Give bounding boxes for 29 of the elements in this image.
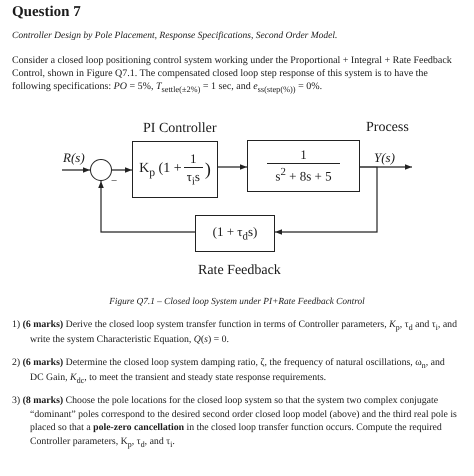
signal-arrow [98, 181, 195, 233]
signal-arrow [275, 166, 378, 235]
minus-sign: − [111, 175, 118, 187]
figure-caption: Figure Q7.1 – Closed loop System under PI+Rate Feedback Control [108, 297, 366, 307]
signal-arrow [218, 164, 247, 170]
question-heading: Question 7 [12, 4, 81, 21]
question-item: 3) (8 marks) Choose the pole locations for the closed loop system so that the system two complex conjugate “dominant” poles correspond to the desired second order closed loop model (above) and the third real pole is placed so that a pole-zero cancellation in the closed loop transfer function occurs. Compute the required Controller parameters, K$_{p}$, τ$_{d}$, and τ$_{i}$. [12, 394, 458, 450]
formula-text: (1 + τ$_{d}$s) [212, 224, 258, 243]
numerator-text: 1 [190, 151, 196, 168]
question-item: 2) (6 marks) Determine the closed loop system damping ratio, ζ, the frequency of natural oscillations, ω$_{n}$, and DC Gain, K$_{dc}$, to meet the transient and steady state response requirements. [12, 356, 446, 387]
formula-text: K$_{p}$ (1 + [139, 160, 182, 178]
intro-paragraph: Consider a closed loop positioning control system working under the Proportional + Integral + Rate Feedback Control, shown in Figure Q7.1. The compensated closed loop step response of this system is to have the following specifications: PO = 5%, T$_{settle(±2%)}$ = 1 sec, and e$_{ss(step(%))}$ = 0%. [12, 54, 453, 96]
formula-text: ) [204, 159, 211, 180]
denominator-text: τ$_{i}$s [184, 167, 203, 188]
block-caption: Process [366, 120, 409, 136]
transfer-function-block [195, 215, 275, 252]
summing-junction [90, 159, 112, 181]
subtitle-text: Controller Design by Pole Placement, Response Specifications, Second Order Model. [12, 31, 338, 41]
block-heading: PI Controller [143, 121, 216, 137]
transfer-function-block [132, 141, 218, 198]
signal-arrow [112, 167, 132, 173]
denominator-text: s$^{2}$ + 8s + 5 [267, 163, 340, 185]
question-item: 1) (6 marks) Derive the closed loop system transfer function in terms of Controller parameters, K$_{p}$, τ$_{d}$ and τ$_{i}$, and write the system Characteristic Equation, Q(s) = 0. [12, 318, 458, 348]
transfer-function-block [247, 140, 360, 192]
signal-arrow [62, 167, 90, 173]
block-caption: Rate Feedback [198, 263, 281, 279]
numerator-text: 1 [300, 147, 307, 164]
signal-label: R(s) [63, 150, 85, 166]
signal-label: Y(s) [374, 150, 395, 166]
